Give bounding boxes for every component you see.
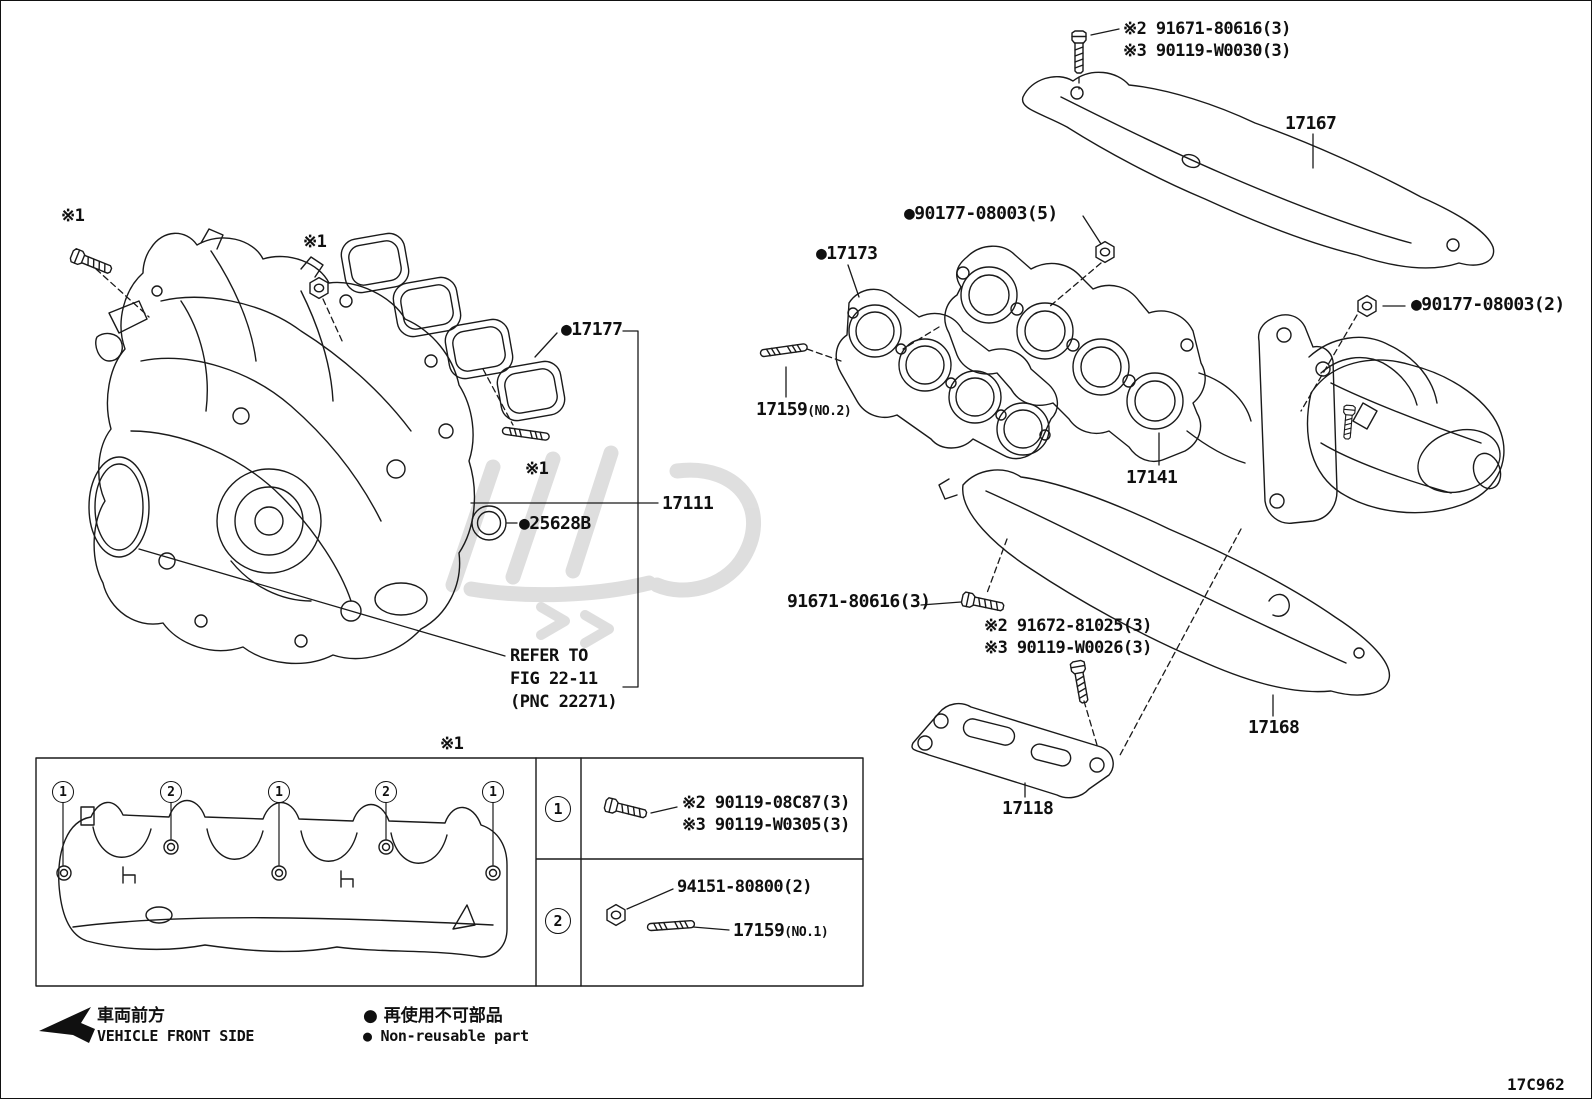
ref-mark-stud: ※1 — [525, 459, 549, 479]
ref-mark-bolt: ※1 — [61, 206, 85, 226]
bolt-upper-icon — [1071, 30, 1087, 74]
label-91672-1: ※2 91672-81025(3) — [984, 616, 1152, 636]
vehicle-front-arrow — [39, 1007, 95, 1043]
label-17118: 17118 — [1002, 798, 1054, 819]
callout-2: 2 — [160, 781, 182, 803]
table-bolt-icon — [602, 796, 649, 822]
table-row2-label2-ref: (NO.1) — [784, 925, 829, 940]
nut-90177-2-icon — [1357, 294, 1377, 318]
label-17177: ●17177 — [561, 319, 623, 340]
table-row2-label2: 17159(NO.1) — [733, 920, 829, 943]
vehicle-front-jp: 車両前方 — [97, 1006, 165, 1026]
label-bolt-upper-1: ※2 91671-80616(3) — [1123, 19, 1291, 39]
table-row2-label2-number: 17159 — [733, 920, 785, 941]
dashed-lines — [95, 76, 1358, 758]
refer-note-line1: REFER TO — [510, 646, 588, 666]
bolt-91671-icon — [960, 590, 1006, 615]
table-stud-icon — [646, 919, 696, 932]
stud-17159-no2-icon — [759, 342, 809, 358]
bolt-ref1-icon — [68, 247, 115, 278]
table-title-ref-mark: ※1 — [440, 734, 464, 754]
exhaust-manifold-drawing — [944, 245, 1252, 464]
legend-table — [35, 757, 864, 987]
intake-manifold-drawing — [88, 228, 476, 665]
label-91671: 91671-80616(3) — [787, 591, 931, 612]
table-row1-index: 1 — [545, 796, 571, 822]
label-17167: 17167 — [1285, 113, 1337, 134]
heat-shield-lower-drawing — [938, 469, 1391, 696]
intake-gasket-drawing — [340, 232, 566, 422]
refer-note: REFER TO FIG 22-11 (PNC 22271) — [510, 645, 618, 714]
label-90177-2: ●90177-08003(2) — [1411, 294, 1565, 315]
label-bolt-upper-2: ※3 90119-W0030(3) — [1123, 41, 1291, 61]
heat-shield-upper-drawing — [1021, 71, 1495, 269]
table-row2-index: 2 — [545, 908, 571, 934]
table-row1-label1: ※2 90119-08C87(3) — [682, 793, 850, 813]
bolt-91672-icon — [1069, 659, 1092, 705]
label-17159-no2-number: 17159 — [756, 399, 808, 420]
nut-90177-5-icon — [1095, 240, 1115, 264]
vehicle-front-en: VEHICLE FRONT SIDE — [97, 1027, 255, 1045]
label-91672-2: ※3 90119-W0026(3) — [984, 638, 1152, 658]
callout-4: 2 — [375, 781, 397, 803]
callout-3: 1 — [268, 781, 290, 803]
converter-drawing — [1257, 314, 1505, 524]
callout-1: 1 — [52, 781, 74, 803]
label-17111: 17111 — [662, 493, 714, 514]
diagram-code: 17C962 — [1507, 1075, 1565, 1094]
label-25628B: ●25628B — [519, 513, 591, 534]
seal-ring-drawing — [471, 505, 507, 541]
exhaust-gasket-drawing — [835, 288, 1058, 460]
refer-note-line2: FIG 22-11 — [510, 669, 598, 689]
table-row2-label1: 94151-80800(2) — [677, 877, 812, 897]
ref-mark-nut: ※1 — [303, 232, 327, 252]
nut-ref1-icon — [309, 276, 329, 300]
bracket-drawing — [911, 702, 1114, 799]
table-nut-icon — [606, 903, 626, 927]
label-17168: 17168 — [1248, 717, 1300, 738]
label-90177-5: ●90177-08003(5) — [904, 203, 1058, 224]
table-row1-label2: ※3 90119-W0305(3) — [682, 815, 850, 835]
label-17159-no2: 17159(NO.2) — [756, 399, 852, 422]
refer-note-line3: (PNC 22271) — [510, 692, 618, 712]
stud-ref1-icon — [501, 426, 551, 442]
label-17173: ●17173 — [816, 243, 878, 264]
callout-5: 1 — [482, 781, 504, 803]
watermark — [445, 445, 761, 648]
nonreusable-jp: ● 再使用不可部品 — [363, 1006, 503, 1026]
leader-lines — [138, 28, 1406, 931]
nonreusable-en: ● Non-reusable part — [363, 1027, 529, 1045]
label-17159-no2-ref: (NO.2) — [807, 404, 852, 419]
label-17141: 17141 — [1126, 467, 1178, 488]
